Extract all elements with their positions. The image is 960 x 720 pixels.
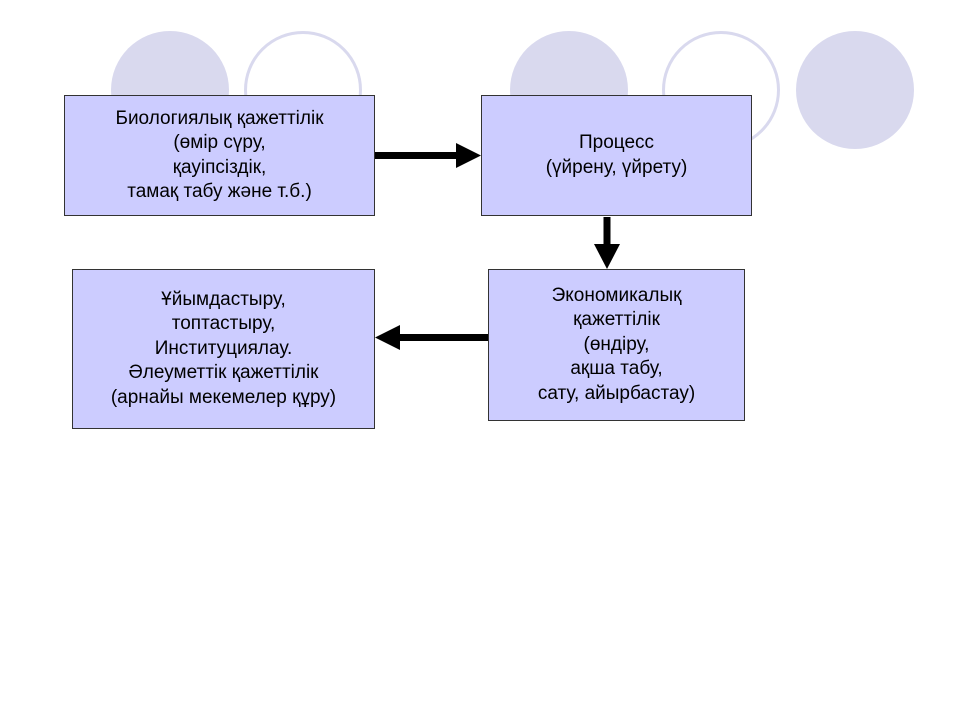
- box-text-line: Институциялау.: [154, 337, 293, 359]
- box-text-line: ақша табу,: [570, 358, 663, 380]
- box-text-line: Әлеуметтік қажеттілік: [128, 362, 319, 384]
- box-text-line: сату, айырбастау): [537, 382, 696, 404]
- box-text-line: қажеттілік: [573, 309, 660, 331]
- arrow-biological-to-process: [375, 143, 481, 168]
- box-text-line: тамақ табу және т.б.): [127, 181, 312, 202]
- box-economic-need: Экономикалық қажеттілік (өндіру, ақша та…: [488, 269, 745, 421]
- box-text-line: (өмір сүру,: [173, 132, 266, 153]
- box-text-line: (арнайы мекемелер құру): [110, 386, 337, 408]
- box-text-line: (өндіру,: [583, 333, 650, 355]
- box-process: Процесс (үйрену, үйрету): [481, 95, 752, 216]
- box-text-line: Ұйымдастыру,: [161, 288, 286, 310]
- arrow-process-to-economic: [594, 217, 620, 269]
- box-biological-need: Биологиялық қажеттілік (өмір сүру, қауіп…: [64, 95, 375, 216]
- decorative-circle-5: [796, 31, 914, 149]
- arrow-economic-to-social: [375, 325, 488, 350]
- box-social-need: Ұйымдастыру, топтастыру, Институциялау. …: [72, 269, 375, 429]
- box-text-line: топтастыру,: [171, 313, 276, 335]
- box-text-line: Экономикалық: [551, 284, 682, 306]
- box-text-line: қауіпсіздік,: [172, 156, 267, 178]
- box-text-line: Процесс: [578, 132, 655, 153]
- box-text-line: (үйрену, үйрету): [545, 156, 688, 178]
- box-text-line: Биологиялық қажеттілік: [115, 107, 324, 129]
